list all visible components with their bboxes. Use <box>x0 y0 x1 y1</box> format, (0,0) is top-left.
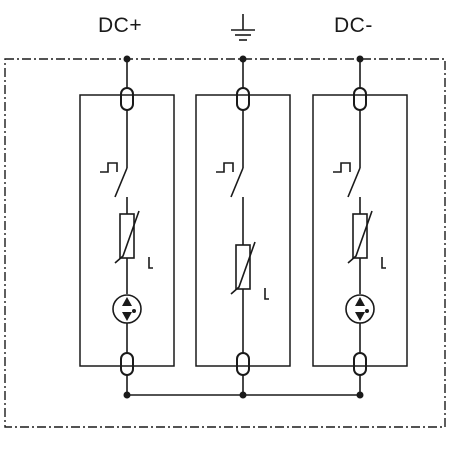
gdt-arrows-dc-plus <box>122 297 136 321</box>
terminal-label-dc-minus: DC- <box>334 14 373 37</box>
ground-icon <box>231 14 255 41</box>
gdt-arrows-dc-minus <box>355 297 369 321</box>
module-dc-minus <box>312 94 408 367</box>
column-dc-plus <box>100 58 153 395</box>
column-dc-minus <box>333 58 386 395</box>
enclosure-outline <box>4 58 446 428</box>
module-dc-plus <box>79 94 175 367</box>
column-ground <box>216 58 269 395</box>
module-ground <box>195 94 291 367</box>
terminal-label-dc-plus: DC+ <box>98 14 143 37</box>
junction-dots <box>123 55 364 399</box>
